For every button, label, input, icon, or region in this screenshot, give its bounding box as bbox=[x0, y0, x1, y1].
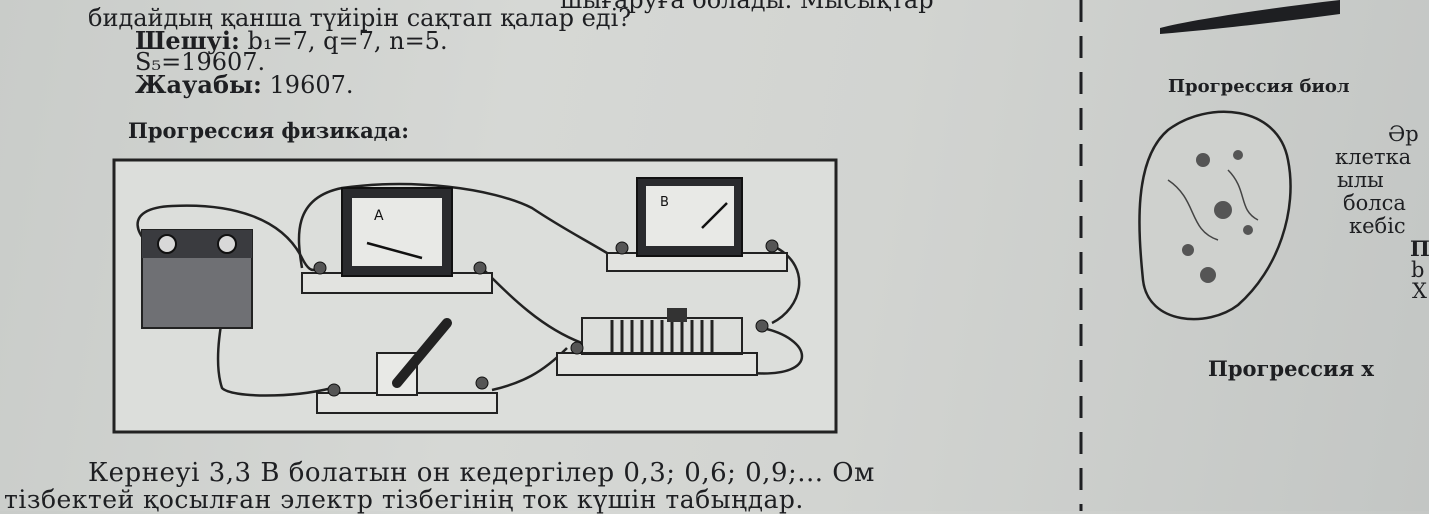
answer-line: Жауабы: 19607. bbox=[135, 70, 354, 99]
right-text-1: Әр bbox=[1388, 122, 1419, 146]
chemistry-heading: Прогрессия х bbox=[1208, 356, 1374, 381]
problem-line-2: тізбектей қосылған электр тізбегінің ток… bbox=[4, 485, 804, 514]
solution-label: Шешуі: bbox=[135, 26, 240, 55]
rheostat bbox=[556, 308, 769, 376]
right-text-6: П bbox=[1410, 236, 1429, 261]
right-text-2: клетка bbox=[1335, 145, 1412, 169]
intro-line-2: бидайдың қанша түйірін сақтап қалар еді? bbox=[88, 4, 632, 32]
circuit-diagram: A B bbox=[112, 158, 838, 434]
switch bbox=[316, 318, 498, 414]
column-divider bbox=[1079, 0, 1083, 511]
cell-illustration bbox=[1138, 110, 1292, 321]
answer-label: Жауабы: bbox=[135, 70, 262, 99]
right-text-7: b bbox=[1411, 258, 1425, 282]
biology-heading: Прогрессия биол bbox=[1168, 76, 1350, 97]
sum-line: S₅=19607. bbox=[135, 48, 266, 76]
right-text-3: ылы bbox=[1337, 168, 1384, 192]
right-text-8: Х bbox=[1412, 279, 1427, 303]
solution-values: b₁=7, q=7, n=5. bbox=[247, 27, 448, 55]
right-text-4: болса bbox=[1343, 191, 1406, 215]
ammeter: A bbox=[301, 187, 493, 294]
battery bbox=[141, 229, 253, 329]
right-text-5: кебіс bbox=[1349, 214, 1406, 238]
voltmeter: B bbox=[606, 177, 788, 272]
ammeter-label: A bbox=[374, 208, 384, 224]
solution-line: Шешуі: b₁=7, q=7, n=5. bbox=[135, 26, 448, 55]
intro-line-1: шығаруға болады. Мысықтар bbox=[560, 0, 934, 14]
ribbon-icon bbox=[1160, 0, 1340, 34]
problem-line-1: Кернеуі 3,3 В болатын он кедергілер 0,3;… bbox=[88, 458, 875, 488]
voltmeter-label: B bbox=[660, 195, 669, 210]
answer-value: 19607. bbox=[269, 71, 354, 99]
physics-heading: Прогрессия физикада: bbox=[128, 118, 410, 143]
